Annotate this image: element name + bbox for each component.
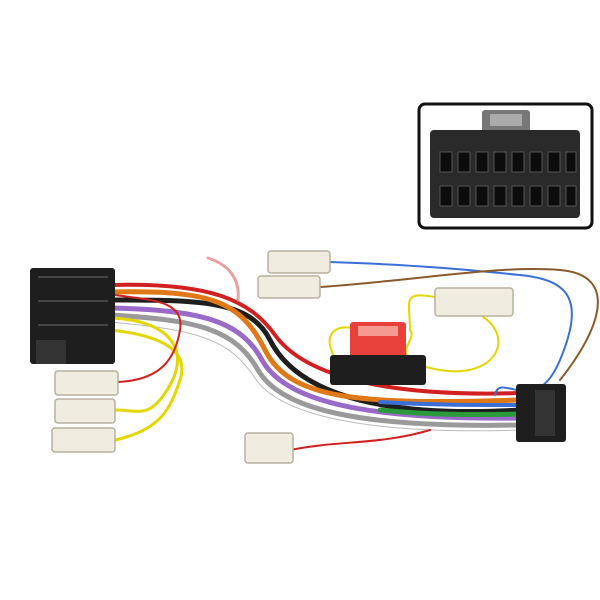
terminal — [54, 370, 119, 396]
right-radio-connector — [516, 384, 566, 442]
terminal — [257, 275, 321, 299]
terminal — [244, 432, 294, 464]
inset-connector-detail — [417, 102, 594, 230]
terminal — [267, 250, 331, 274]
terminal — [51, 427, 116, 453]
terminal — [434, 287, 514, 317]
wire-bundle — [107, 256, 599, 451]
spade-terminals — [51, 250, 514, 464]
terminal — [54, 398, 116, 424]
fuse-holder — [330, 322, 426, 385]
left-iso-connector — [30, 268, 115, 364]
